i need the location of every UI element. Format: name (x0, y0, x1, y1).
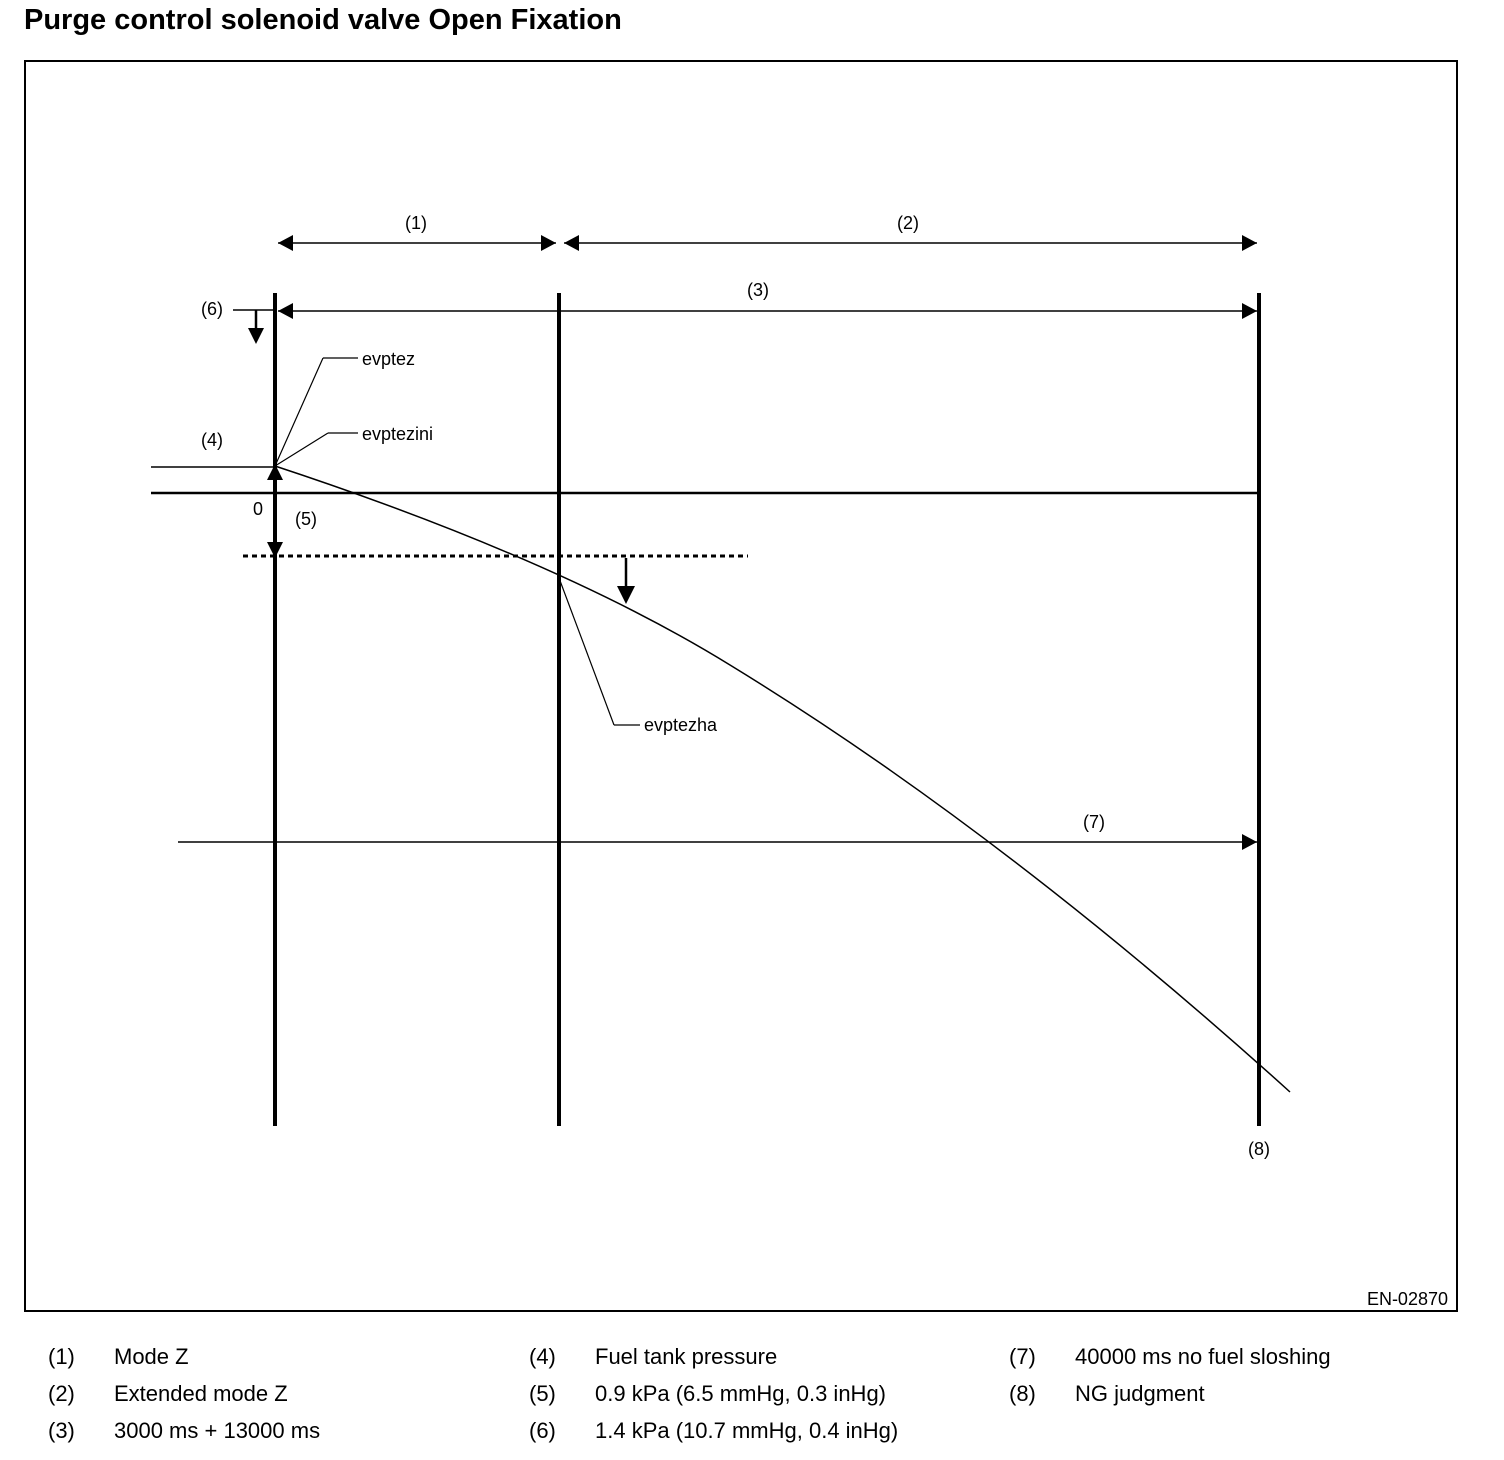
threshold-6-arrow-head (248, 328, 264, 344)
evptezini-leader (274, 432, 329, 467)
span-arrow-duration (278, 303, 1257, 319)
label-evptezha: evptezha (644, 715, 718, 735)
callout-2: (2) (897, 213, 919, 233)
span-arrow-mode-z (278, 235, 556, 251)
span-arrow-extended-mode-z (564, 235, 1257, 251)
callout-6: (6) (201, 299, 223, 319)
callout-5: (5) (295, 509, 317, 529)
threshold-5-arrow-down (267, 542, 283, 558)
fuel-tank-pressure-curve (274, 465, 1291, 1093)
label-evptez: evptez (362, 349, 415, 369)
evptezha-leader (558, 577, 615, 726)
diagram-frame (24, 60, 1458, 1312)
threshold-5-arrow-up (267, 464, 283, 480)
figure-code: EN-02870 (1367, 1289, 1448, 1309)
callout-3: (3) (747, 280, 769, 300)
callout-7: (7) (1083, 812, 1105, 832)
label-evptezini: evptezini (362, 424, 433, 444)
callout-8: (8) (1248, 1139, 1270, 1159)
span-arrow-no-sloshing (178, 834, 1257, 850)
page-title: Purge control solenoid valve Open Fixati… (24, 4, 622, 36)
threshold-drop-arrow-head (617, 586, 635, 604)
callout-1: (1) (405, 213, 427, 233)
evptez-leader (274, 357, 324, 467)
zero-label: 0 (253, 499, 263, 519)
callout-4: (4) (201, 430, 223, 450)
